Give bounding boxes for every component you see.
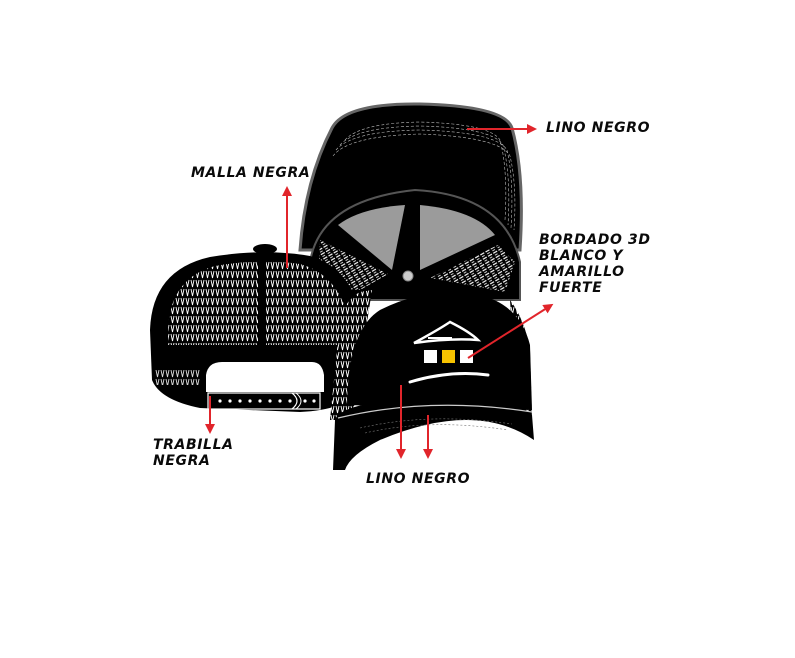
back-button [253, 244, 277, 254]
snap-strap [207, 392, 321, 410]
label-trabilla-line-2: NEGRA [153, 453, 211, 469]
back-view [150, 244, 362, 412]
visor-edge [337, 404, 533, 419]
inner-mesh [430, 245, 515, 292]
label-malla-negra: MALLA NEGRA [191, 165, 311, 181]
back-seam [258, 258, 266, 350]
label-lino-negro-top: LINO NEGRO [546, 120, 651, 136]
logo-square-white [460, 350, 473, 363]
callout-arrows [205, 124, 554, 459]
front-panel [347, 292, 532, 410]
strap-holes [218, 399, 316, 403]
arrow-bordado [467, 303, 554, 359]
logo-square-yellow [442, 350, 455, 363]
label-bordado: BORDADO 3D BLANCO Y AMARILLO FUERTE [539, 232, 651, 296]
logo-square-white [424, 350, 437, 363]
visor [333, 397, 534, 470]
top-button [402, 270, 414, 282]
label-bordado-line-1: BORDADO 3D [539, 232, 651, 248]
label-trabilla: TRABILLA NEGRA [153, 437, 234, 469]
label-trabilla-line-1: TRABILLA [153, 437, 234, 453]
underside-view [298, 102, 523, 301]
inner-panel [420, 205, 495, 270]
label-bordado-line-4: FUERTE [539, 280, 603, 296]
visor-stitching [332, 121, 516, 231]
label-bordado-line-2: BLANCO Y [539, 248, 624, 264]
side-mesh [330, 290, 372, 420]
embroidered-logo [408, 320, 490, 384]
inner-panel [338, 205, 405, 270]
back-opening [206, 362, 324, 392]
label-lino-negro-bottom: LINO NEGRO [366, 471, 471, 487]
visor-stitching-front [359, 418, 513, 434]
label-bordado-line-3: AMARILLO [539, 264, 625, 280]
front-view [330, 290, 534, 470]
